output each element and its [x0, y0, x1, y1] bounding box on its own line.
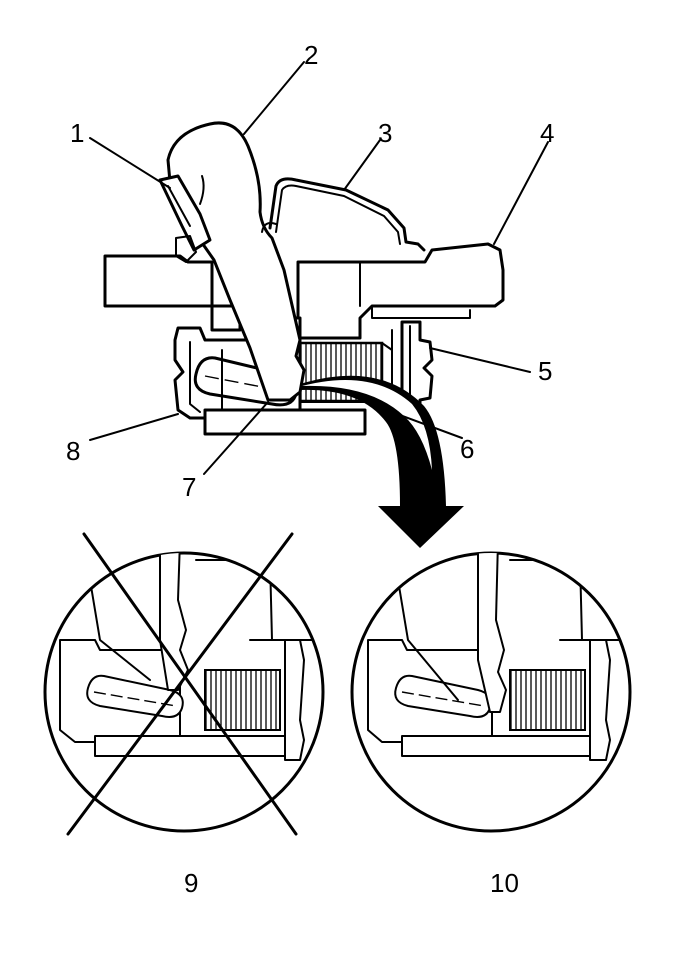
detail-incorrect: [43, 532, 325, 836]
callout-2: 2: [304, 40, 318, 70]
callout-4: 4: [540, 118, 554, 148]
base-plate: [203, 408, 367, 436]
callout-9: 9: [184, 868, 198, 898]
callout-8: 8: [66, 436, 80, 466]
callout-3: 3: [378, 118, 392, 148]
cover: [268, 177, 426, 252]
main-assembly: [89, 61, 549, 548]
curved-arrow: [300, 375, 464, 548]
detail-correct: [350, 551, 632, 833]
incorrect-x-mark: [82, 532, 298, 836]
callout-5: 5: [538, 356, 552, 386]
lever: [166, 121, 306, 402]
callout-1: 1: [70, 118, 84, 148]
callout-6: 6: [460, 434, 474, 464]
callout-10: 10: [490, 868, 519, 898]
callout-7: 7: [182, 472, 196, 502]
connector-body: [103, 242, 505, 340]
